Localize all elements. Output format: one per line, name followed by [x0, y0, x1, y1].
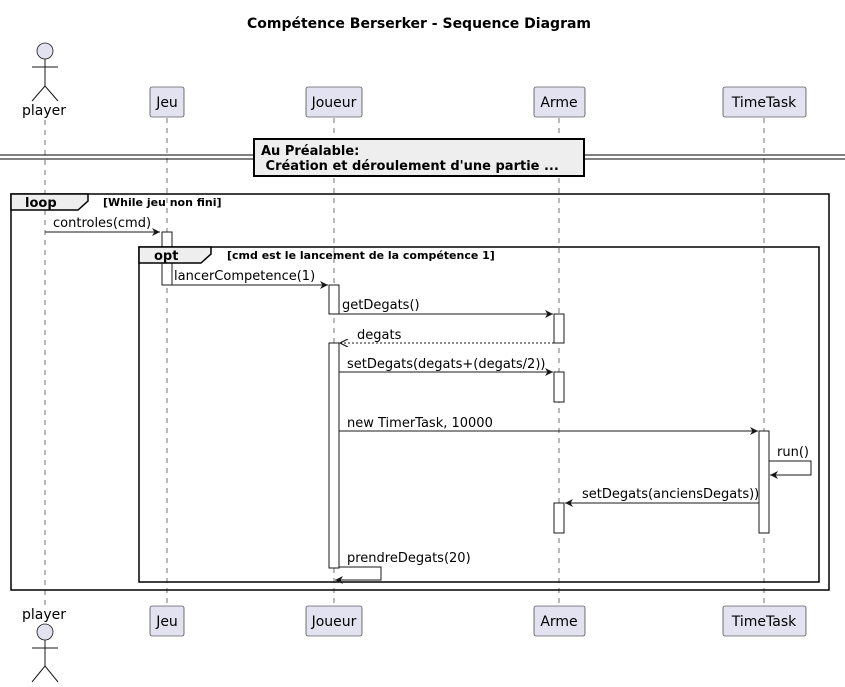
- participant-label-arme-bottom: Arme: [540, 614, 577, 630]
- participant-arme-top: Arme: [533, 86, 586, 118]
- message-set-degats-boost: setDegats(degats+(degats/2)): [339, 357, 553, 376]
- participant-arme-bottom: Arme: [533, 605, 586, 637]
- participant-label-joueur-bottom: Joueur: [311, 614, 357, 630]
- message-label-set-degats-boost: setDegats(degats+(degats/2)): [347, 357, 545, 372]
- opt-guard: [cmd est le lancement de la compétence 1…: [227, 249, 495, 262]
- message-label-run: run(): [777, 445, 809, 460]
- actor-label-player-top: player: [22, 103, 66, 119]
- participant-joueur-bottom: Joueur: [305, 605, 363, 637]
- message-run: run(): [769, 445, 812, 479]
- participant-label-timetask-top: TimeTask: [731, 95, 797, 111]
- message-label-lancer-competence: lancerCompetence(1): [174, 269, 315, 284]
- participant-joueur-top: Joueur: [305, 86, 363, 118]
- message-prendre-degats: prendreDegats(20): [335, 551, 471, 584]
- participant-label-jeu-top: Jeu: [155, 95, 178, 111]
- activation-timetask: [758, 430, 770, 534]
- actor-player-top: player: [22, 42, 66, 119]
- message-new-timertask: new TimerTask, 10000: [339, 416, 758, 435]
- message-return-degats: degats: [340, 328, 554, 343]
- message-get-degats: getDegats(): [339, 298, 553, 318]
- message-lancer-competence: lancerCompetence(1): [172, 269, 328, 289]
- participant-jeu-top: Jeu: [149, 86, 185, 118]
- actor-label-player-bottom: player: [22, 607, 66, 623]
- actor-head-icon: [36, 623, 54, 641]
- participant-timetask-bottom: TimeTask: [722, 605, 807, 637]
- participant-label-joueur-top: Joueur: [311, 95, 357, 111]
- loop-keyword: loop: [25, 196, 57, 211]
- participant-label-jeu-bottom: Jeu: [155, 614, 178, 630]
- message-set-degats-restore: setDegats(anciensDegats)): [565, 487, 759, 507]
- participant-label-arme-top: Arme: [540, 95, 577, 111]
- opt-keyword: opt: [154, 249, 178, 264]
- participant-timetask-top: TimeTask: [722, 86, 807, 118]
- participant-jeu-bottom: Jeu: [149, 605, 185, 637]
- message-label-new-timertask: new TimerTask, 10000: [347, 416, 493, 431]
- opt-frame: opt [cmd est le lancement de la compéten…: [138, 246, 820, 583]
- activation-joueur-2: [328, 342, 340, 569]
- divider-line-1: Au Préalable:: [261, 144, 359, 159]
- loop-frame: loop [While jeu non fini]: [10, 193, 830, 591]
- activation-arme-3: [553, 502, 565, 534]
- message-label-return-degats: degats: [357, 328, 402, 343]
- loop-guard: [While jeu non fini]: [103, 196, 222, 209]
- message-label-get-degats: getDegats(): [342, 298, 420, 313]
- message-label-prendre-degats: prendreDegats(20): [347, 551, 471, 566]
- diagram-title: Compétence Berserker - Sequence Diagram: [247, 16, 591, 32]
- message-label-controles: controles(cmd): [53, 216, 151, 231]
- divider-au-prealable: Au Préalable: Création et déroulement d'…: [0, 138, 845, 177]
- divider-line-2: Création et déroulement d'une partie ...: [261, 159, 559, 174]
- message-controles: controles(cmd): [45, 216, 160, 236]
- activation-joueur-1: [328, 284, 340, 315]
- activation-arme-1: [553, 313, 565, 344]
- message-label-set-degats-restore: setDegats(anciensDegats)): [582, 487, 759, 502]
- activation-arme-2: [553, 371, 565, 403]
- actor-player-bottom: player: [22, 607, 66, 683]
- participant-label-timetask-bottom: TimeTask: [731, 614, 797, 630]
- actor-head-icon: [36, 42, 54, 60]
